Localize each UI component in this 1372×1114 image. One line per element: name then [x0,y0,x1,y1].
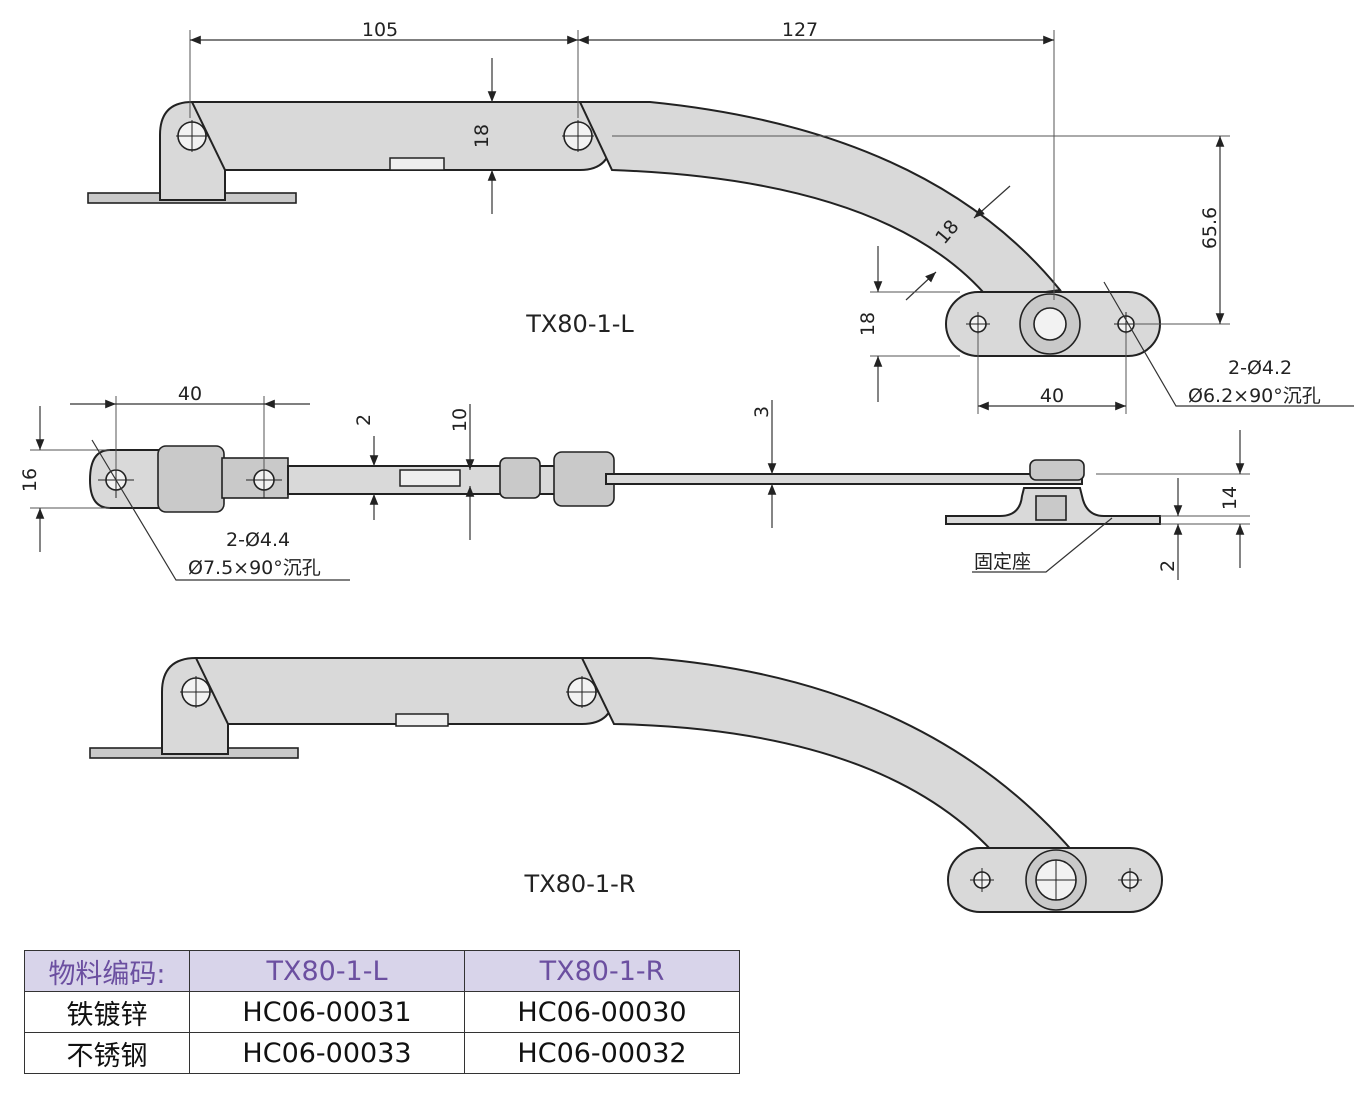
bottom-view-right-stay [89,657,1163,913]
model-label-left: TX80-1-L [525,310,634,338]
table-cell: HC06-00032 [464,1032,740,1074]
note-seat: 固定座 [974,551,1031,573]
note-hole-side-2: Ø7.5×90°沉孔 [188,557,321,579]
note-hole-top-2: Ø6.2×90°沉孔 [1188,385,1321,407]
side-view-dimensions: 40 16 2 10 3 14 2 2-Ø4.4 Ø7.5×90°沉孔 [19,383,1250,581]
dim-14: 14 [1219,486,1241,510]
dim-16: 16 [19,468,41,492]
model-label-right: TX80-1-R [524,870,636,898]
top-view-dimensions: 105 127 18 18 65.6 18 40 2-Ø4.2 Ø6.2×90°… [189,19,1354,414]
dim-40-side: 40 [178,383,202,405]
side-view [88,445,1161,525]
dim-40-base: 40 [1040,385,1064,407]
table-row: 不锈钢 HC06-00033 HC06-00032 [24,1032,740,1074]
dim-18-base: 18 [857,312,879,336]
side-hinge [157,445,225,513]
table-row: 铁镀锌 HC06-00031 HC06-00030 [24,991,740,1033]
dim-127: 127 [782,19,818,41]
curved-arm [578,101,1062,302]
table-cell: HC06-00033 [189,1032,465,1074]
top-view-left-stay [87,101,1161,357]
dim-2-seat: 2 [1157,560,1179,572]
dim-2: 2 [353,414,375,426]
side-link [221,457,289,499]
curved-arm [580,657,1082,874]
table-cell-material: 不锈钢 [24,1032,190,1074]
material-code-table: 物料编码: TX80-1-L TX80-1-R 铁镀锌 HC06-00031 H… [24,950,740,1074]
table-header-cell: TX80-1-L [189,950,465,992]
table-cell-material: 铁镀锌 [24,991,190,1033]
table-cell: HC06-00030 [464,991,740,1033]
slot [395,713,449,727]
table-header-cell: 物料编码: [24,950,190,992]
dim-10: 10 [449,408,471,432]
table-header-row: 物料编码: TX80-1-L TX80-1-R [24,950,740,992]
side-thin-arm [605,473,1083,485]
note-hole-side-1: 2-Ø4.4 [226,529,290,551]
table-cell: HC06-00031 [189,991,465,1033]
slot [389,157,445,171]
table-header-cell: TX80-1-R [464,950,740,992]
dim-3: 3 [751,406,773,418]
dim-18-arm: 18 [471,124,493,148]
screw-hole-icon [1033,307,1067,341]
dim-105: 105 [362,19,398,41]
dim-65-6: 65.6 [1199,207,1221,249]
note-hole-top-1: 2-Ø4.2 [1228,357,1292,379]
